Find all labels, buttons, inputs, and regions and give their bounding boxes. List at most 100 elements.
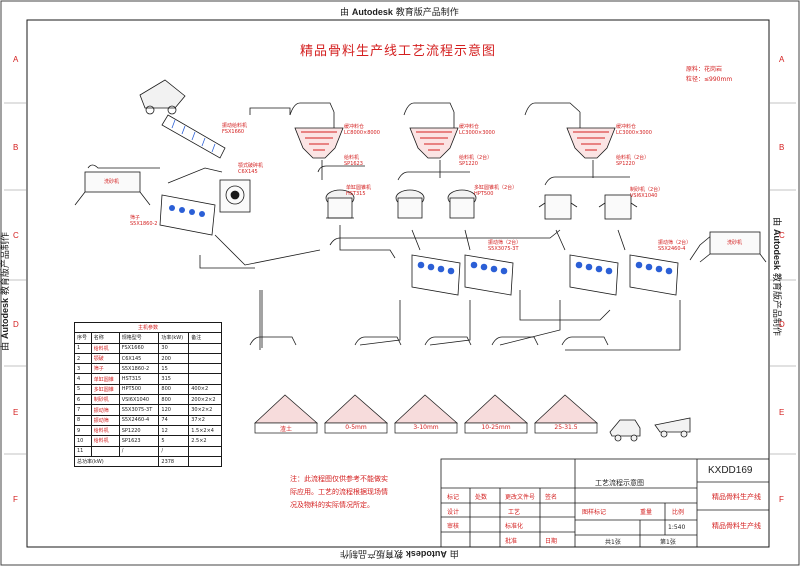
label-feeder-4: 给料机（2台）SP1220 [616,155,650,167]
zone-letter-b-right: B [779,143,785,152]
bom-cell: 11 [74,445,92,457]
bom-cell: 4 [74,373,92,385]
bom-header-cell: 备注 [188,332,222,344]
disclaimer-note: 注：此流程图仅供参考不能做实际应用。工艺的流程根据现场情况及物料的实际情况所定。 [290,475,388,509]
tb-cell-sign: 签名 [545,494,558,501]
bom-cell: / [158,445,190,457]
bom-cell: SP1623 [118,435,160,447]
bom-cell [188,445,222,457]
bom-header-row: 序号 名称 规格型号 功率(kW) 备注 [74,332,222,344]
tb-project: 精品骨料生产线 [712,493,761,501]
bom-cell: 5 [158,435,190,447]
label-screen-3: 振动筛（2台）S5X2460-4 [658,240,692,252]
zone-letter-e-right: E [779,408,785,417]
bom-cell: 12 [158,424,190,437]
bom-cell: 200 [158,352,190,365]
bom-cell: / [118,445,160,457]
label-cone-2: 多缸圆锥机（2台）HPT500 [474,185,518,197]
bom-cell: 200×2×2 [188,394,222,406]
zone-letter-f: F [13,495,18,504]
bom-cell: 8 [74,414,92,426]
title-block-frame [440,458,770,548]
bom-cell: 3 [74,363,92,375]
washer-right-shape [699,231,767,263]
diagram-title: 精品骨料生产线工艺流程示意图 [300,44,497,59]
watermark-top: 由 Autodesk 教育版产品制作 [340,7,459,18]
watermark-bottom: 由 Autodesk 教育版产品制作 [340,548,459,559]
bom-cell: 10 [74,435,92,447]
bom-cell: 9 [74,424,92,437]
bom-cell: 2 [74,352,92,365]
bom-cell: 7 [74,404,92,416]
bom-header-cell: 名称 [90,332,120,344]
bom-cell [90,445,120,457]
bom-cell [188,352,222,365]
bin-conveyors [289,102,581,128]
screens [411,254,679,296]
bom-cell: 多缸圆锥 [90,383,120,396]
tb-cell-scale: 比例 [672,509,685,516]
bom-cell [188,373,222,385]
bom-cell: 给料机 [90,435,120,447]
bom-cell: 37×2 [188,414,222,426]
bom-cell: 15 [158,363,190,375]
bom-total-value: 2378 [158,455,190,468]
bom-cell: SP1220 [118,424,160,437]
tb-cell-change: 更改文件号 [505,494,536,501]
zone-letter-c-right: C [779,231,785,240]
bom-cell: VSI6X1040 [118,394,160,406]
bom-cell: HPT500 [118,383,160,396]
bom-cell: HST315 [118,373,160,385]
pile-label-5: 25-31.5 [554,424,578,431]
bom-cell [188,363,222,375]
stockpile-shapes [254,394,598,434]
pile-label-4: 10-25mm [481,424,511,431]
bom-cell: 给料机 [90,424,120,437]
zone-letter-b: B [13,143,19,152]
bom-cell: 给料机 [90,342,120,354]
bom-cell: 400×2 [188,383,222,396]
bom-row: 11 // [74,445,222,457]
spec-material: 原料：花岗岩 [686,66,723,73]
bom-cell: FSX1660 [118,342,160,354]
tb-sheet-total: 共1张 [605,539,621,546]
bom-cell: 315 [158,373,190,385]
zone-letter-d-right: D [779,320,785,329]
tb-sheet-no: 第1张 [660,539,676,546]
zone-letter-c: C [13,231,19,240]
bom-cell: 120 [158,404,190,416]
tb-cell-standard: 标准化 [505,523,524,530]
bom-cell: 800 [158,383,190,396]
bom-cell: 单缸圆锥 [90,373,120,385]
bom-cell: S5X3075-3T [118,404,160,416]
zone-letter-a: A [13,55,19,64]
tb-cell-count: 处数 [475,494,488,501]
label-vsi: 制砂机（2台）VSI6X1040 [630,187,664,199]
bom-header-cell: 序号 [74,332,92,344]
bom-cell: 筛子 [90,363,120,375]
bom-cell: 振动筛 [90,414,120,426]
tb-project-2: 精品骨料生产线 [712,522,761,530]
bom-total-label: 总功率(kW) [73,455,160,468]
label-washer-right: 洗砂机 [727,240,743,246]
bom-cell: S5X2460-4 [118,414,160,426]
bom-cell: 2.5×2 [188,435,222,447]
bom-cell: 1.5×2×4 [188,424,222,437]
bom-cell: C6X145 [118,352,160,365]
pile-label-2: 0-5mm [345,424,367,431]
bom-cell: 制砂机 [90,394,120,406]
